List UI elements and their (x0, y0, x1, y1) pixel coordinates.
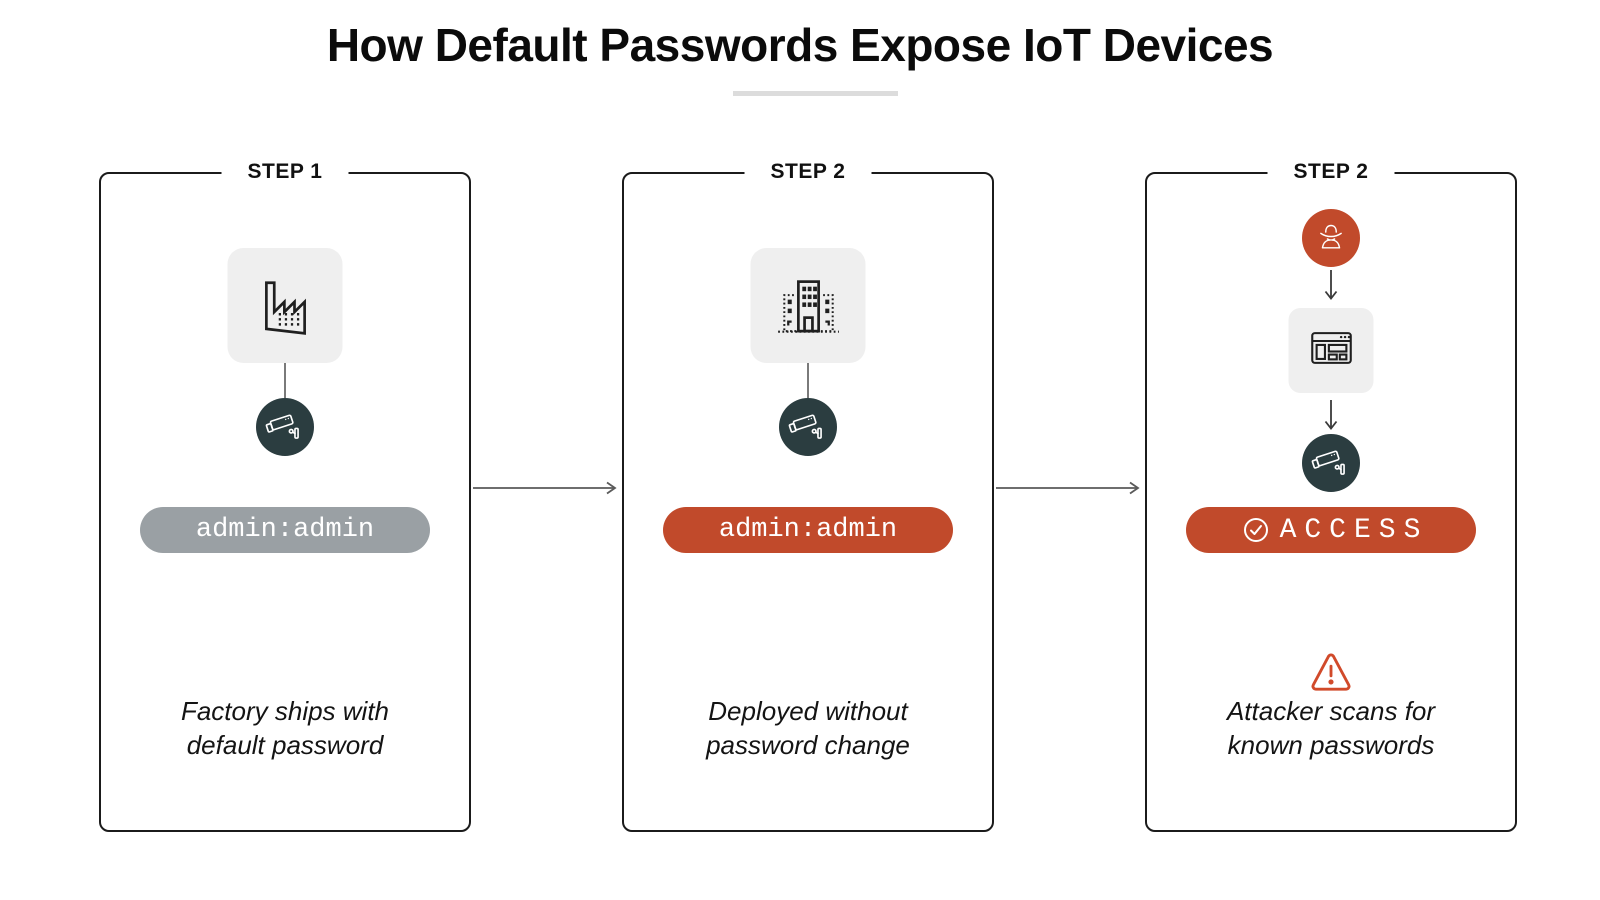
step-2-panel: STEP 2 (622, 159, 994, 832)
cctv-camera-icon (786, 403, 830, 452)
flow-arrow-step1-to-step2 (473, 480, 623, 501)
title-underline (733, 91, 898, 96)
access-text: ACCESS (1279, 514, 1429, 546)
step-3-caption: Attacker scans for known passwords (1226, 696, 1436, 760)
down-arrow-icon (1323, 400, 1339, 439)
iot-camera-badge (779, 398, 837, 456)
default-credentials-badge: admin:admin (663, 507, 953, 553)
factory-icon (249, 267, 321, 344)
step-2-caption: Deployed without password change (706, 696, 910, 760)
warning-triangle-icon (1308, 650, 1354, 697)
default-credentials-badge: admin:admin (140, 507, 430, 553)
credentials-text: admin:admin (195, 515, 375, 545)
step-3-label: STEP 2 (1267, 159, 1395, 185)
browser-window-icon (1303, 320, 1359, 381)
credentials-text: admin:admin (718, 515, 898, 545)
connector-line (807, 363, 809, 398)
attacker-badge (1302, 209, 1360, 267)
iot-camera-badge (256, 398, 314, 456)
connector-line (284, 363, 286, 398)
step-1-caption: Factory ships with default password (180, 696, 390, 760)
flow-arrow-step2-to-step3 (996, 480, 1146, 501)
office-building-icon (772, 267, 844, 344)
factory-icon-tile (227, 248, 343, 363)
step-3-panel: STEP 2 (1145, 159, 1517, 832)
access-granted-badge: ACCESS (1186, 507, 1476, 553)
scanner-icon-tile (1288, 308, 1374, 393)
building-icon-tile (750, 248, 866, 363)
down-arrow-icon (1323, 270, 1339, 309)
cctv-camera-icon (263, 403, 307, 452)
step-2-label: STEP 2 (744, 159, 872, 185)
cctv-camera-icon (1309, 439, 1353, 488)
spy-attacker-icon (1310, 215, 1352, 262)
iot-camera-badge (1302, 434, 1360, 492)
check-circle-icon (1242, 516, 1270, 544)
step-1-panel: STEP 1 (99, 159, 471, 832)
step-1-label: STEP 1 (221, 159, 349, 185)
page-title: How Default Passwords Expose IoT Devices (326, 19, 1274, 71)
